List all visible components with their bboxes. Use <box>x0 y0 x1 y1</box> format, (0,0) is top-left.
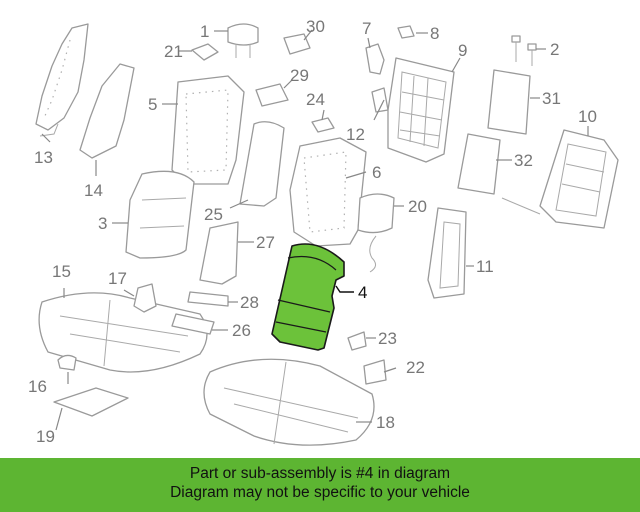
callout-10: 10 <box>578 107 597 126</box>
part-13-side-trim <box>35 23 89 137</box>
callout-4-highlighted: 4 <box>358 283 367 302</box>
banner-line-2: Diagram may not be specific to your vehi… <box>170 484 470 501</box>
callout-23: 23 <box>378 329 397 348</box>
callout-30: 30 <box>306 17 325 36</box>
part-26-trim <box>171 313 215 335</box>
callout-1: 1 <box>200 22 209 41</box>
callout-3: 3 <box>98 214 107 233</box>
part-20-cover <box>357 193 395 273</box>
part-4-highlighted-panel <box>271 243 345 351</box>
callout-17: 17 <box>108 269 127 288</box>
callout-22: 22 <box>406 358 425 377</box>
callout-26: 26 <box>232 321 251 340</box>
callout-16: 16 <box>28 377 47 396</box>
callout-15: 15 <box>52 262 71 281</box>
callout-18: 18 <box>376 413 395 432</box>
part-25-cushion <box>239 121 285 207</box>
callout-24: 24 <box>306 90 325 109</box>
part-29-bezel <box>255 83 289 107</box>
callout-9: 9 <box>458 41 467 60</box>
callout-8: 8 <box>430 24 439 43</box>
part-3-seatback <box>125 170 195 259</box>
part-10-frame <box>501 129 619 229</box>
callout-25: 25 <box>204 205 223 224</box>
callout-7: 7 <box>362 19 371 38</box>
part-19-pad <box>53 387 129 417</box>
part-17-bracket <box>133 283 157 313</box>
part-9-frame <box>387 57 455 163</box>
part-22-bracket <box>363 359 387 385</box>
part-31-panel <box>487 69 531 135</box>
callout-13: 13 <box>34 148 53 167</box>
part-11-armrest-bracket <box>427 207 467 299</box>
info-banner: Part or sub-assembly is #4 in diagram Di… <box>0 458 640 512</box>
callout-2: 2 <box>550 40 559 59</box>
part-23-clip <box>347 331 367 351</box>
callout-20: 20 <box>408 197 427 216</box>
banner-line-1: Part or sub-assembly is #4 in diagram <box>189 465 451 482</box>
part-32-panel <box>457 133 501 195</box>
callout-28: 28 <box>240 293 259 312</box>
part-8-clip <box>397 25 415 39</box>
part-7-hinge <box>365 43 385 75</box>
part-27-cushion <box>199 221 239 285</box>
callout-14: 14 <box>84 181 103 200</box>
callout-6: 6 <box>372 163 381 182</box>
callout-27: 27 <box>256 233 275 252</box>
callout-11: 11 <box>476 257 494 276</box>
part-15-seat-cushion <box>38 292 208 373</box>
callout-21: 21 <box>164 42 183 61</box>
part-6-seatback-frame <box>289 137 367 247</box>
part-16-clip <box>57 354 77 371</box>
callout-31: 31 <box>542 89 561 108</box>
callout-19: 19 <box>36 427 55 446</box>
part-21-cap <box>191 43 219 61</box>
part-30-bezel <box>283 33 311 55</box>
part-18-seat-cushion <box>203 358 375 446</box>
part-14-panel <box>79 63 135 159</box>
part-2-bolts <box>511 35 537 66</box>
part-1-headrest <box>227 23 259 58</box>
callouts: 1 2 3 4 5 6 7 8 9 10 11 12 13 14 15 16 1… <box>28 17 597 446</box>
part-28-trim <box>187 291 229 307</box>
parts-diagram: 1 2 3 4 5 6 7 8 9 10 11 12 13 14 15 16 1… <box>28 17 619 446</box>
part-5-seatback-frame <box>171 75 245 185</box>
callout-32: 32 <box>514 151 533 170</box>
part-24-cover <box>311 117 335 133</box>
callout-12: 12 <box>346 125 365 144</box>
callout-5: 5 <box>148 95 157 114</box>
callout-29: 29 <box>290 66 309 85</box>
leader-lines <box>41 29 589 431</box>
